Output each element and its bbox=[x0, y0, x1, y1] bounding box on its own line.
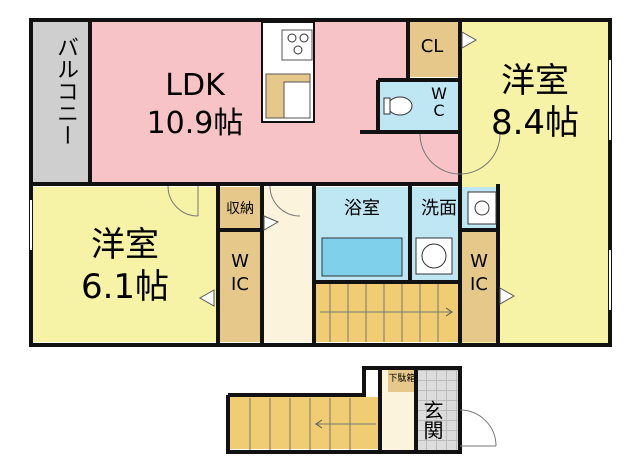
balcony bbox=[33, 22, 88, 182]
shoe-box-label: 下駄箱 bbox=[388, 374, 416, 384]
ldk-room bbox=[90, 22, 408, 184]
ldk-hall-part bbox=[408, 132, 460, 184]
western-east-size-label: 8.4帖 bbox=[490, 103, 580, 143]
hallway bbox=[262, 187, 314, 342]
wic-left-label: WIC bbox=[231, 251, 249, 296]
stairs-lower bbox=[230, 397, 380, 449]
closet-label: CL bbox=[420, 36, 444, 57]
shoe-box bbox=[388, 370, 418, 392]
storage bbox=[218, 187, 262, 229]
western-east-label: 洋室 bbox=[501, 61, 569, 101]
walk-in-closet-left bbox=[218, 232, 262, 342]
ldk-label: LDK bbox=[165, 68, 225, 103]
wic-right-label: WIC bbox=[470, 251, 488, 296]
entrance-label: 玄関 bbox=[420, 400, 444, 440]
western-room-west bbox=[33, 187, 218, 342]
closet bbox=[408, 22, 458, 77]
washroom-label: 洗面 bbox=[421, 198, 457, 219]
ldk-size-label: 10.9帖 bbox=[146, 106, 244, 141]
western-west-label: 洋室 bbox=[91, 225, 159, 265]
toilet-label: WC bbox=[431, 84, 447, 120]
storage-label: 収納 bbox=[226, 201, 254, 217]
western-west-size-label: 6.1帖 bbox=[80, 267, 170, 307]
walk-in-closet-right bbox=[460, 230, 498, 342]
entrance-tile bbox=[416, 370, 460, 450]
balcony-label: バルコニー bbox=[53, 36, 78, 146]
bath-label: 浴室 bbox=[344, 198, 380, 219]
